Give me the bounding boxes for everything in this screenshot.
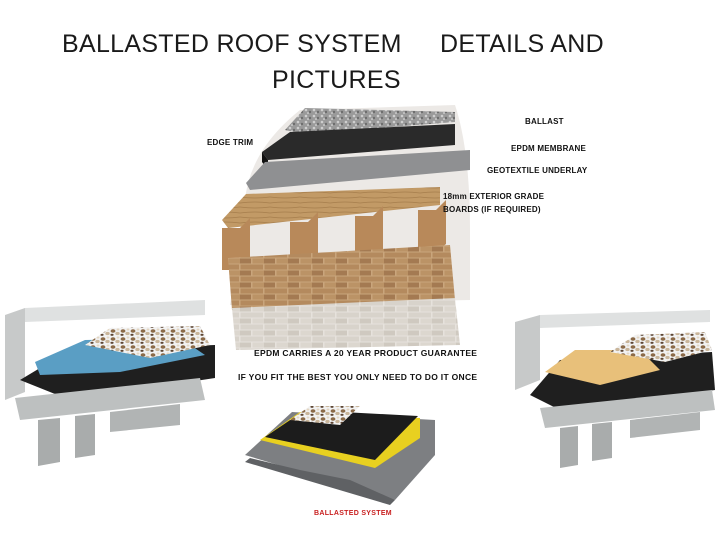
bottom-ballast (290, 406, 360, 425)
left-corner-detail (5, 300, 215, 466)
boards-label-line1: 18mm EXTERIOR GRADE (443, 192, 545, 201)
right-corner-detail (515, 310, 715, 468)
ballast-layer (285, 108, 455, 134)
main-cutaway-illustration (222, 105, 470, 350)
bottom-system-illustration (245, 406, 435, 505)
right-ballast (610, 332, 712, 362)
light-brick-wall (232, 298, 460, 350)
roof-joists (222, 200, 446, 270)
ballasted-system-caption: BALLASTED SYSTEM (314, 510, 392, 517)
geotextile-label: GEOTEXTILE UNDERLAY (487, 166, 588, 175)
epdm-membrane-label: EPDM MEMBRANE (511, 144, 587, 153)
right-insulation (545, 350, 660, 385)
page-title-line1-right: DETAILS AND (440, 30, 604, 58)
boards-layer (222, 187, 440, 228)
ballast-label: BALLAST (525, 117, 564, 126)
epdm-membrane-layer (262, 124, 455, 160)
guarantee-caption: EPDM CARRIES A 20 YEAR PRODUCT GUARANTEE (254, 348, 478, 358)
left-ballast (85, 326, 210, 358)
edge-trim-label: EDGE TRIM (207, 138, 254, 147)
brick-wall (228, 245, 455, 310)
page-title-line1-left: BALLASTED ROOF SYSTEM (62, 30, 402, 58)
boards-label-line2: BOARDS (IF REQUIRED) (443, 205, 541, 214)
fit-best-caption: IF YOU FIT THE BEST YOU ONLY NEED TO DO … (238, 372, 478, 382)
geotextile-layer (246, 150, 470, 190)
page-title-line2: PICTURES (272, 66, 401, 94)
bottom-membrane (265, 410, 418, 460)
